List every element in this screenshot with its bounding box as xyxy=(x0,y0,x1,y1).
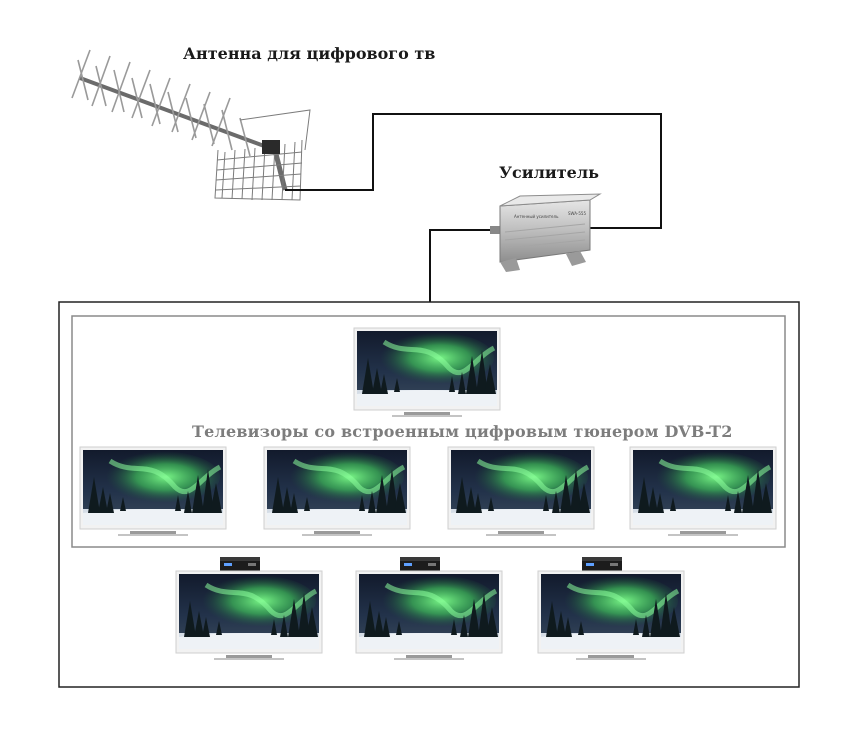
outer-frame xyxy=(58,301,800,688)
antenna-icon xyxy=(71,49,311,201)
tv-builtin-top xyxy=(354,328,500,417)
set-top-box-icon xyxy=(400,557,440,571)
builtin-tuner-frame xyxy=(71,315,786,548)
tv-builtin-3 xyxy=(448,447,594,536)
builtin-tuner-tvs-label: Телевизоры со встроенным цифровым тюнеро… xyxy=(192,422,733,441)
coax-cable xyxy=(285,113,662,302)
antenna-label: Антенна для цифрового тв xyxy=(183,44,436,63)
set-top-box-icon xyxy=(582,557,622,571)
amplifier-brand-text: Антенный усилитель xyxy=(514,214,559,219)
tv-builtin-4 xyxy=(630,447,776,536)
tv-builtin-1 xyxy=(80,447,226,536)
amplifier-label: Усилитель xyxy=(499,163,599,182)
tv-external-1 xyxy=(176,571,322,660)
amplifier-device: Антенный усилитель SWA-555 xyxy=(490,193,602,272)
tv-builtin-2 xyxy=(264,447,410,536)
amplifier-model-text: SWA-555 xyxy=(568,211,586,216)
set-top-box-icon xyxy=(220,557,260,571)
tv-external-3 xyxy=(538,571,684,660)
tv-external-2 xyxy=(356,571,502,660)
